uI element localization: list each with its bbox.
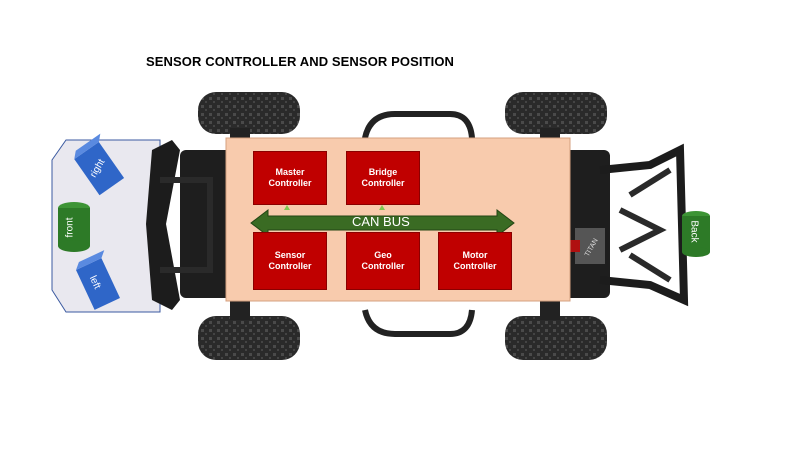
diagram-title: SENSOR CONTROLLER AND SENSOR POSITION	[146, 54, 455, 69]
sensor-controller: Sensor Controller	[253, 232, 327, 290]
motor-controller-line1: Motor	[462, 249, 488, 260]
bottom-handle	[362, 309, 475, 337]
motor-controller: Motor Controller	[438, 232, 512, 290]
top-handle	[362, 111, 475, 139]
right-sensor	[74, 133, 125, 196]
sensor-controller-line1: Sensor	[274, 249, 306, 260]
rear-left-wheel	[505, 92, 607, 134]
master-controller-line2: Controller	[268, 178, 312, 188]
front-bumper	[146, 140, 180, 310]
master-controller-line1: Master	[275, 166, 305, 177]
bridge-controller-line2: Controller	[361, 178, 405, 188]
bridge-controller: Bridge Controller	[346, 151, 420, 205]
front-left-wheel	[198, 92, 300, 134]
geo-controller-line2: Controller	[361, 261, 405, 271]
front-right-wheel	[198, 316, 300, 360]
can-bus-label: CAN BUS	[352, 214, 410, 229]
bridge-controller-line1: Bridge	[368, 166, 398, 177]
geo-controller-line1: Geo	[374, 249, 392, 260]
left-sensor	[76, 250, 120, 310]
rear-right-wheel	[505, 316, 607, 360]
front-sensor-label: front	[64, 217, 76, 238]
front-sensor	[58, 202, 90, 252]
sensor-controller-line2: Controller	[268, 261, 312, 271]
front-bumper-mount	[160, 177, 213, 273]
geo-controller: Geo Controller	[346, 232, 420, 290]
master-controller: Master Controller	[253, 151, 327, 205]
back-sensor	[682, 211, 710, 257]
back-sensor-label: Back	[688, 220, 700, 243]
motor-controller-line2: Controller	[453, 261, 497, 271]
